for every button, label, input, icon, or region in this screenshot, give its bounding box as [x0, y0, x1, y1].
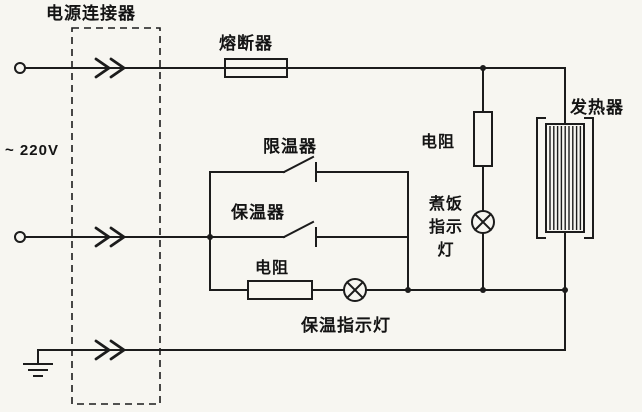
cook-lamp-label: 煮饭 指示 灯 — [428, 194, 463, 259]
voltage-label: ~ 220V — [5, 142, 59, 159]
terminal-live — [14, 62, 26, 74]
warm-lamp-label: 保温指示灯 — [300, 315, 391, 335]
warm-keeper-label: 保温器 — [230, 202, 285, 222]
connector-contacts-live-icon — [94, 57, 127, 79]
fuse-label: 熔断器 — [219, 33, 273, 53]
heater-label: 发热器 — [569, 97, 624, 117]
temp-limiter-switch-symbol — [282, 155, 317, 182]
svg-text:灯: 灯 — [437, 241, 454, 259]
cook-lamp-branch — [471, 67, 495, 291]
temp-limiter-label: 限温器 — [263, 137, 317, 156]
power-connector-label: 电源连接器 — [46, 3, 136, 23]
connector-contacts-neutral-icon — [94, 226, 127, 248]
warm-resistor-label: 电阻 — [255, 258, 289, 277]
svg-text:指示: 指示 — [429, 217, 463, 236]
ground-icon — [23, 349, 53, 377]
warm-lamp-icon — [343, 278, 367, 302]
warm-keeper-switch-symbol — [282, 220, 317, 247]
junction-dots — [207, 65, 568, 293]
connector-contacts-earth-icon — [94, 339, 127, 361]
cook-resistor-label: 电阻 — [421, 132, 455, 151]
svg-text:煮饭: 煮饭 — [428, 194, 463, 213]
power-connector-box — [71, 27, 161, 405]
fuse-symbol — [224, 58, 288, 78]
cook-lamp-icon — [471, 210, 495, 234]
cook-resistor-symbol — [473, 111, 493, 167]
warm-resistor-symbol — [247, 280, 313, 300]
switch-block — [209, 155, 566, 302]
terminal-neutral — [14, 231, 26, 243]
